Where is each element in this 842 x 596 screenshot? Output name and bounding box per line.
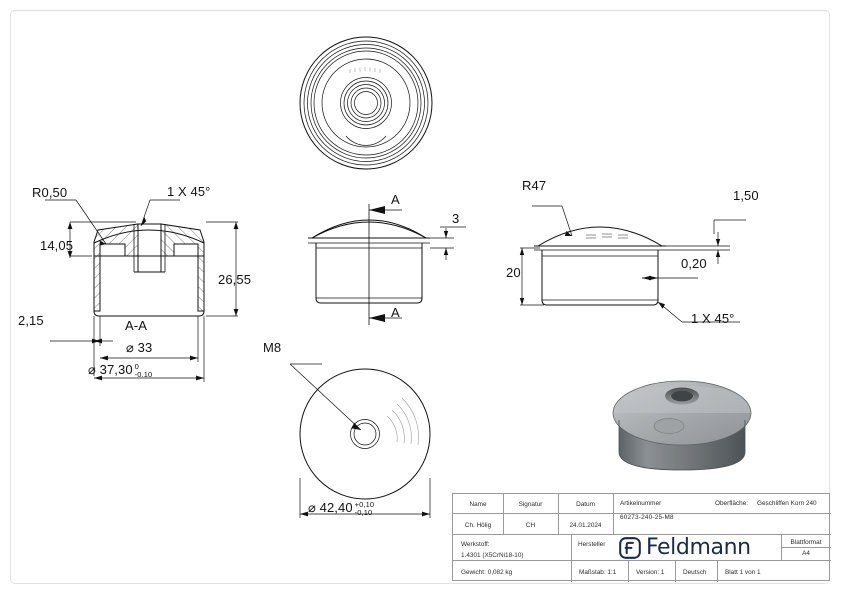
td-date: 24.01.2024: [569, 522, 602, 529]
dim-dome-3: 3: [452, 211, 460, 226]
dim-outer-dia-tol-lower: -0.10: [134, 369, 153, 379]
dim-outer-dia-tol-upper: 0: [134, 361, 139, 371]
dim-chamfer-right: 1 X 45°: [691, 311, 735, 326]
section-view-aa: [28, 186, 278, 386]
th-date: Datum: [576, 501, 595, 508]
dim-42-40-value: ⌀ 42,40: [308, 500, 353, 515]
language-value: Deutsch: [683, 569, 707, 576]
th-name: Name: [469, 501, 487, 508]
dim-outer-dia: ⌀ 37,30 0 -0.10: [88, 362, 152, 379]
td-signature: CH: [525, 522, 536, 529]
right-view: [510, 190, 770, 330]
dim-0-20: 0,20: [681, 256, 707, 271]
th-sheet-format: Blattformat: [790, 539, 822, 546]
sheet-format-value: A4: [802, 550, 810, 557]
f-logo-icon: [619, 536, 641, 559]
scale-value: Maßstab: 1:1: [579, 569, 617, 576]
thread-callout-m8: M8: [263, 340, 282, 355]
dim-42-40-tol-upper: +0,10: [354, 499, 375, 509]
dim-14-05: 14,05: [40, 238, 74, 253]
article-number-value: 60273-240-25-M8: [620, 514, 674, 521]
section-label-aa: A-A: [125, 318, 147, 333]
dim-26-55: 26,55: [218, 272, 252, 287]
dim-bore-dia: ⌀ 33: [126, 340, 153, 355]
th-material: Werkstoff:: [461, 541, 490, 548]
dim-20: 20: [506, 265, 521, 280]
material-value: 1.4301 (X5CrNi18-10): [461, 552, 524, 559]
brand-logo: Feldmann: [619, 535, 751, 560]
brand-name: Feldmann: [646, 535, 751, 560]
dim-chamfer-left: 1 X 45°: [167, 184, 211, 199]
surface-value: Geschliffen Korn 240: [757, 500, 817, 507]
dim-42-40-tol-lower: -0,10: [354, 507, 373, 517]
dim-1-50: 1,50: [733, 188, 759, 203]
dim-outer-dia-value: ⌀ 37,30: [88, 362, 133, 377]
weight-value: Gewicht: 0,082 kg: [461, 569, 513, 576]
th-manufacturer: Hersteller: [578, 541, 606, 548]
dim-42-40: ⌀ 42,40 +0,10 -0,10: [308, 500, 374, 517]
td-name: Ch. Hölig: [464, 522, 492, 529]
iso-render: [592, 358, 772, 488]
bottom-view: [282, 352, 462, 527]
top-view: [296, 33, 436, 173]
dim-r47: R47: [522, 178, 547, 193]
page-border: [10, 10, 830, 584]
th-signature: Signatur: [518, 501, 543, 508]
th-surface: Oberfläche:: [715, 500, 749, 507]
dim-r050: R0,50: [32, 185, 68, 200]
front-view: [294, 190, 484, 325]
th-article-number: Artikelnummer: [620, 500, 662, 507]
section-mark-a-top: A: [391, 192, 400, 207]
section-mark-a-bottom: A: [391, 305, 400, 320]
sheet-value: Blatt 1 von 1: [725, 569, 761, 576]
version-value: Version: 1: [636, 569, 665, 576]
dim-2-15: 2,15: [18, 313, 44, 328]
title-block: Name Signatur Datum Artikelnummer Oberfl…: [452, 493, 831, 582]
